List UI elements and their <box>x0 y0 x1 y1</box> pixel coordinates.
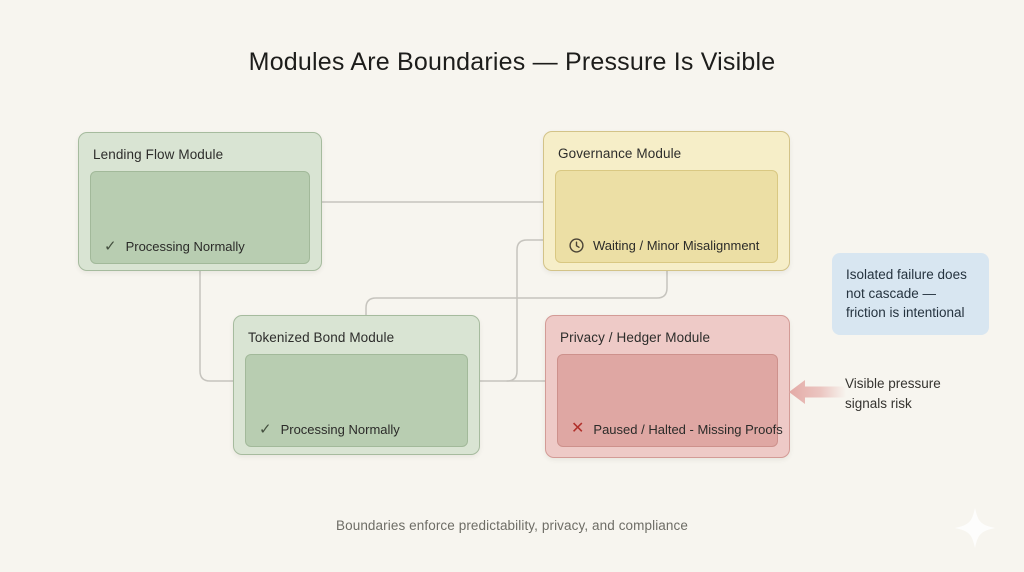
module-privacy-hedger: Privacy / Hedger Module ✕ Paused / Halte… <box>545 315 790 458</box>
status-text: Processing Normally <box>125 239 245 254</box>
sparkle-icon <box>953 506 997 555</box>
connector-branch-governance <box>506 239 544 382</box>
privacy-status-panel: ✕ Paused / Halted - Missing Proofs <box>557 354 783 447</box>
module-title: Tokenized Bond Module <box>248 330 395 345</box>
status-text: Paused / Halted - Missing Proofs <box>593 421 783 437</box>
footer-caption: Boundaries enforce predictability, priva… <box>336 518 688 533</box>
module-lending-flow: Lending Flow Module ✓ Processing Normall… <box>78 132 322 271</box>
module-title: Lending Flow Module <box>93 147 224 162</box>
governance-status-panel: Waiting / Minor Misalignment <box>555 170 778 263</box>
module-tokenized-bond: Tokenized Bond Module ✓ Processing Norma… <box>233 315 480 455</box>
module-title: Governance Module <box>558 146 682 161</box>
clock-icon <box>569 238 584 253</box>
x-icon: ✕ <box>571 420 585 437</box>
lending-status-panel: ✓ Processing Normally <box>90 171 310 264</box>
connector-lending-tokenized <box>199 270 234 382</box>
visible-pressure-note: Visible pressure signals risk <box>845 376 941 411</box>
connector-governance-tokenized <box>365 270 668 316</box>
module-title: Privacy / Hedger Module <box>560 330 711 345</box>
pressure-arrow-icon <box>788 377 848 412</box>
isolated-failure-callout: Isolated failure does not cascade — fric… <box>832 253 989 336</box>
page-title: Modules Are Boundaries — Pressure Is Vis… <box>248 48 776 76</box>
check-icon: ✓ <box>104 238 117 255</box>
status-text: Waiting / Minor Misalignment <box>593 238 760 253</box>
check-icon: ✓ <box>259 421 272 438</box>
module-governance: Governance Module Waiting / Minor Misali… <box>543 131 790 271</box>
tokenized-status-panel: ✓ Processing Normally <box>245 354 468 447</box>
status-text: Processing Normally <box>280 422 400 437</box>
